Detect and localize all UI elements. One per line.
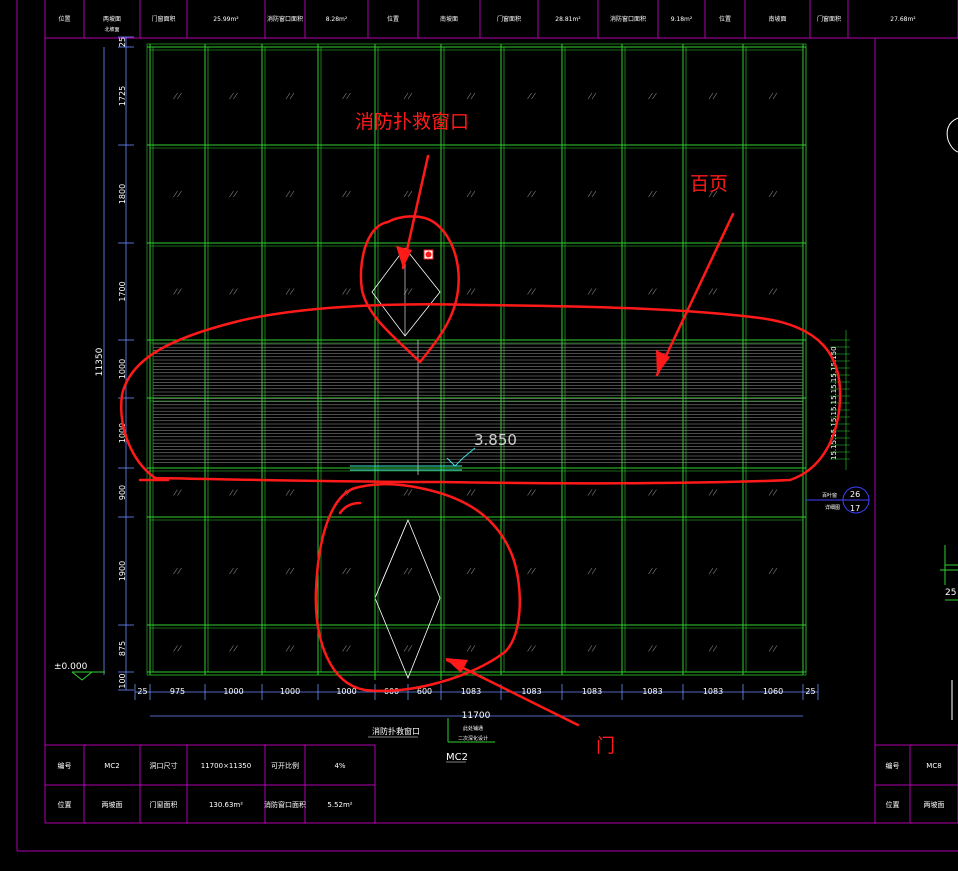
vertical-dim-label: 1800: [118, 184, 127, 204]
rescue-window-label: 消防扑救窗口: [372, 726, 420, 736]
ground-level-mark: ±0.000: [54, 662, 105, 681]
horizontal-dim-label: 25: [805, 687, 815, 696]
door-annotation: 门: [596, 735, 615, 757]
bottom-table-cell: 位置: [58, 800, 72, 809]
vertical-dim-label: 1725: [118, 86, 127, 106]
bottom-table-cell: 编号: [58, 761, 72, 770]
louver-band: [153, 343, 803, 463]
louver-level-mark: 3.850: [350, 431, 517, 471]
bottom-table-cell: 11700×11350: [201, 762, 251, 770]
horizontal-dim-label: 25: [137, 687, 147, 696]
horizontal-dim-label: 1000: [223, 687, 243, 696]
horizontal-dim-label: 1083: [642, 687, 662, 696]
top-table-cell: 门窗面积: [151, 15, 175, 23]
top-table-cell: 27.68m²: [890, 16, 916, 23]
horizontal-dim-label: 1083: [461, 687, 481, 696]
door-circle: [314, 482, 522, 693]
rescue-window-annotation: 消防扑救窗口: [355, 111, 469, 133]
overall-height-label: 11350: [95, 347, 105, 376]
bottom-table-cell: 消防窗口面积: [264, 800, 306, 809]
horizontal-dim-label: 1000: [336, 687, 356, 696]
right-fragment: 25: [940, 117, 958, 720]
vertical-dim-label: 1700: [118, 281, 127, 301]
right-dim-label: 25: [945, 588, 956, 598]
top-info-table: 位置 两坡面 门窗面积 25.99m² 消防窗口面积 8.28m² 位置 南坡面 门窗面积 28.…: [44, 0, 958, 38]
horizontal-dim-label: 1083: [703, 687, 723, 696]
right-table-cell: 两坡面: [924, 800, 945, 809]
vertical-dim-label: 1000: [118, 423, 127, 443]
callout-label-2: 详细图: [825, 504, 840, 511]
louver-tick-values: 15.15.15.15.15.15.15.15.15.150: [830, 346, 838, 460]
horizontal-dim-label: 975: [170, 687, 185, 696]
vertical-dim-label: 1000: [118, 359, 127, 379]
right-table-cell: 编号: [886, 761, 900, 770]
vertical-dim-label: 100: [118, 673, 127, 688]
top-table-cell: 南坡面: [440, 15, 458, 23]
top-table-subcell: 北坡面: [104, 26, 119, 33]
top-table-cell: 消防窗口面积: [267, 15, 303, 23]
horizontal-dim-label: 1000: [280, 687, 300, 696]
louver-band-outline: [120, 303, 842, 485]
bottom-info-table: 编号 MC2 洞口尺寸 11700×11350 可开比例 4% 位置 两坡面 门窗面积 130.6…: [44, 744, 376, 824]
top-table-cell: 门窗面积: [497, 15, 521, 23]
callout-label-1: 百叶窗: [822, 492, 837, 499]
ground-level-label: ±0.000: [54, 662, 88, 672]
top-table-cell: 8.28m²: [326, 16, 348, 23]
top-table-cell: 门窗面积: [817, 15, 841, 23]
bottom-table-cell: MC2: [104, 762, 119, 770]
horizontal-dim-label: 1060: [763, 687, 783, 696]
callout-number-top: 26: [850, 490, 860, 499]
rescue-window-circle: [359, 215, 460, 364]
vertical-dim-label: 900: [118, 485, 127, 500]
vertical-dim-label: 875: [118, 641, 127, 656]
bottom-table-cell: 130.63m²: [209, 801, 243, 809]
top-table-cell: 9.18m²: [671, 16, 693, 23]
vertical-dimensions: 25 1725 1800 1700 1000 1000 900 1900 875 100 11350: [95, 36, 134, 691]
bottom-table-cell: 洞口尺寸: [150, 761, 178, 770]
bottom-table-cell: 可开比例: [271, 761, 299, 770]
bottom-table-cell: 4%: [334, 762, 345, 770]
vertical-dim-label: 1900: [118, 561, 127, 581]
top-table-cell: 位置: [58, 15, 70, 23]
arrow-heads: [396, 246, 670, 673]
bottom-table-cell: 门窗面积: [150, 800, 178, 809]
bottom-labels: 消防扑救窗口 MC2 此处铺通 二次深化设计: [368, 718, 495, 763]
horizontal-dim-label: 1083: [521, 687, 541, 696]
top-table-cell: 消防窗口面积: [610, 15, 646, 23]
louver-level-label: 3.850: [474, 431, 517, 449]
top-table-cell: 位置: [387, 15, 399, 23]
louver-arrow: [655, 212, 735, 377]
overall-width-label: 11700: [462, 711, 491, 721]
window-frame-grid: [146, 43, 807, 680]
right-table-cell: 位置: [886, 800, 900, 809]
right-table-cell: MC8: [926, 762, 941, 770]
drawing-name: MC2: [446, 752, 468, 763]
callout-number-bottom: 17: [850, 504, 860, 513]
bottom-table-cell: 5.52m²: [327, 801, 352, 809]
top-table-cell: 位置: [719, 15, 731, 23]
top-table-cell: 25.99m²: [213, 16, 239, 23]
note-1: 此处铺通: [463, 725, 483, 732]
horizontal-dim-label: 1083: [582, 687, 602, 696]
top-table-cell: 两坡面: [103, 15, 121, 23]
right-info-table: 编号 MC8 位置 两坡面: [874, 744, 958, 824]
horizontal-dim-label: 600: [417, 687, 432, 696]
bottom-table-cell: 两坡面: [102, 800, 123, 809]
louver-annotation: 百页: [690, 173, 728, 195]
top-table-cell: 28.81m²: [555, 16, 581, 23]
door-arrow: [445, 658, 580, 727]
detail-callout: 26 17 百叶窗 详细图: [806, 486, 870, 514]
note-2: 二次深化设计: [458, 735, 488, 742]
vertical-dim-label: 25: [118, 37, 127, 47]
top-table-cell: 南坡面: [768, 15, 786, 23]
